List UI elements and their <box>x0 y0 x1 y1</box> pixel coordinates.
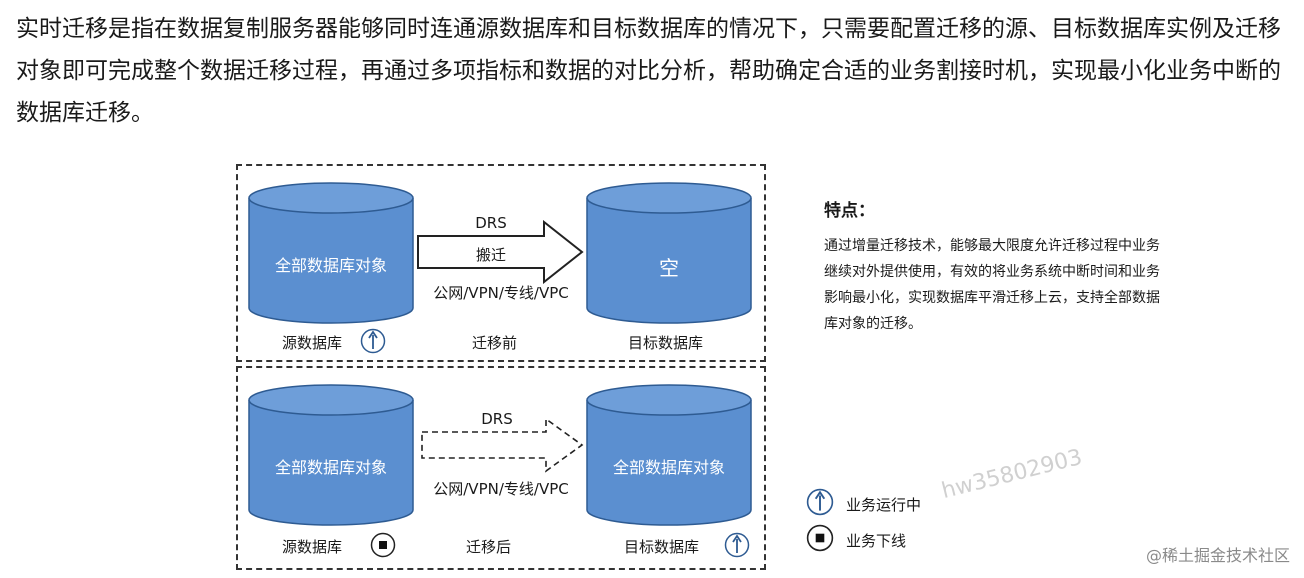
target-caption-before: 目标数据库 <box>628 334 704 352</box>
arrow-move-label: 搬迁 <box>475 246 506 264</box>
business-offline-icon <box>806 524 834 556</box>
legend-offline: 业务下线 <box>806 522 921 558</box>
site-watermark: @稀土掘金技术社区 <box>1145 546 1290 565</box>
stage-caption-after: 迁移后 <box>466 538 512 556</box>
source-caption-after: 源数据库 <box>282 538 343 556</box>
source-database-cylinder-before: 全部数据库对象 <box>248 182 414 324</box>
arrow-network-label: 公网/VPN/专线/VPC <box>433 480 569 498</box>
business-running-icon <box>806 488 834 520</box>
target-database-cylinder-after: 全部数据库对象 <box>586 384 752 526</box>
source-db-label: 全部数据库对象 <box>274 256 387 275</box>
target-db-label: 全部数据库对象 <box>612 458 725 477</box>
features-section: 特点： 通过增量迁移技术，能够最大限度允许迁移过程中业务继续对外提供使用，有效的… <box>824 196 1164 337</box>
after-migration-panel <box>236 366 766 570</box>
target-db-label: 空 <box>659 256 679 280</box>
before-migration-panel <box>236 164 766 362</box>
target-database-cylinder-before: 空 <box>586 182 752 324</box>
business-running-icon <box>724 532 750 562</box>
migration-diagram: 全部数据库对象 空 DRS 搬迁 公网/VPN/专线/VPC 源数据库 迁移前 … <box>236 164 768 570</box>
features-description: 通过增量迁移技术，能够最大限度允许迁移过程中业务继续对外提供使用，有效的将业务系… <box>824 238 1160 332</box>
legend: 业务运行中 业务下线 <box>806 486 921 558</box>
stage-caption-before: 迁移前 <box>472 334 518 352</box>
source-caption-before: 源数据库 <box>282 334 343 352</box>
legend-running-label: 业务运行中 <box>846 495 922 514</box>
legend-offline-label: 业务下线 <box>846 531 907 550</box>
business-offline-icon <box>370 532 396 562</box>
migration-arrow-dashed <box>421 417 584 473</box>
target-caption-after: 目标数据库 <box>624 538 700 556</box>
intro-paragraph: 实时迁移是指在数据复制服务器能够同时连通源数据库和目标数据库的情况下，只需要配置… <box>16 16 1281 126</box>
business-running-icon <box>360 328 386 358</box>
watermark-text: hw35802903 <box>939 444 1085 505</box>
features-title: 特点： <box>824 201 875 221</box>
legend-running: 业务运行中 <box>806 486 921 522</box>
arrow-drs-label: DRS <box>481 410 513 428</box>
source-db-label: 全部数据库对象 <box>274 458 387 477</box>
source-database-cylinder-after: 全部数据库对象 <box>248 384 414 526</box>
arrow-network-label: 公网/VPN/专线/VPC <box>433 284 569 302</box>
migration-arrow-solid <box>417 220 584 284</box>
arrow-drs-label: DRS <box>475 214 507 232</box>
